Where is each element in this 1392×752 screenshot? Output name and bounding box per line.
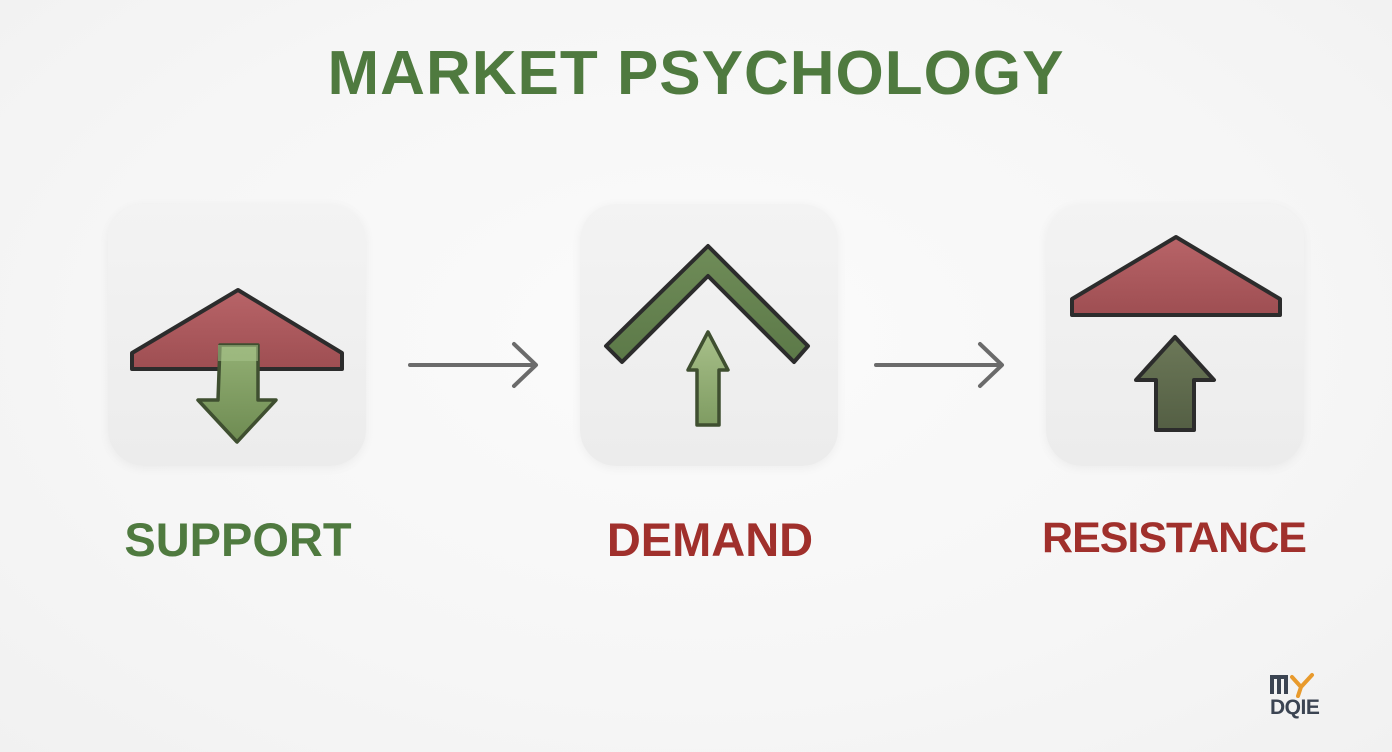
demand-label: DEMAND: [606, 513, 814, 566]
resistance-label: RESISTANCE: [1042, 514, 1307, 562]
support-label: SUPPORT: [124, 513, 352, 566]
right-arrow-icon: [874, 342, 1004, 388]
support-card: [108, 204, 366, 466]
demand-card: [580, 204, 838, 466]
resistance-card: [1046, 204, 1304, 466]
page-title: MARKET PSYCHOLOGY: [327, 39, 1065, 108]
brand-logo: DQIE: [1268, 672, 1340, 724]
logo-mark-icon: [1270, 673, 1314, 698]
logo-text: DQIE: [1270, 696, 1320, 719]
roof-with-up-arrow-icon: [1070, 235, 1282, 432]
right-arrow-icon: [408, 342, 538, 388]
chevron-with-up-arrow-icon: [604, 244, 810, 427]
roof-with-down-arrow-icon: [130, 288, 344, 444]
